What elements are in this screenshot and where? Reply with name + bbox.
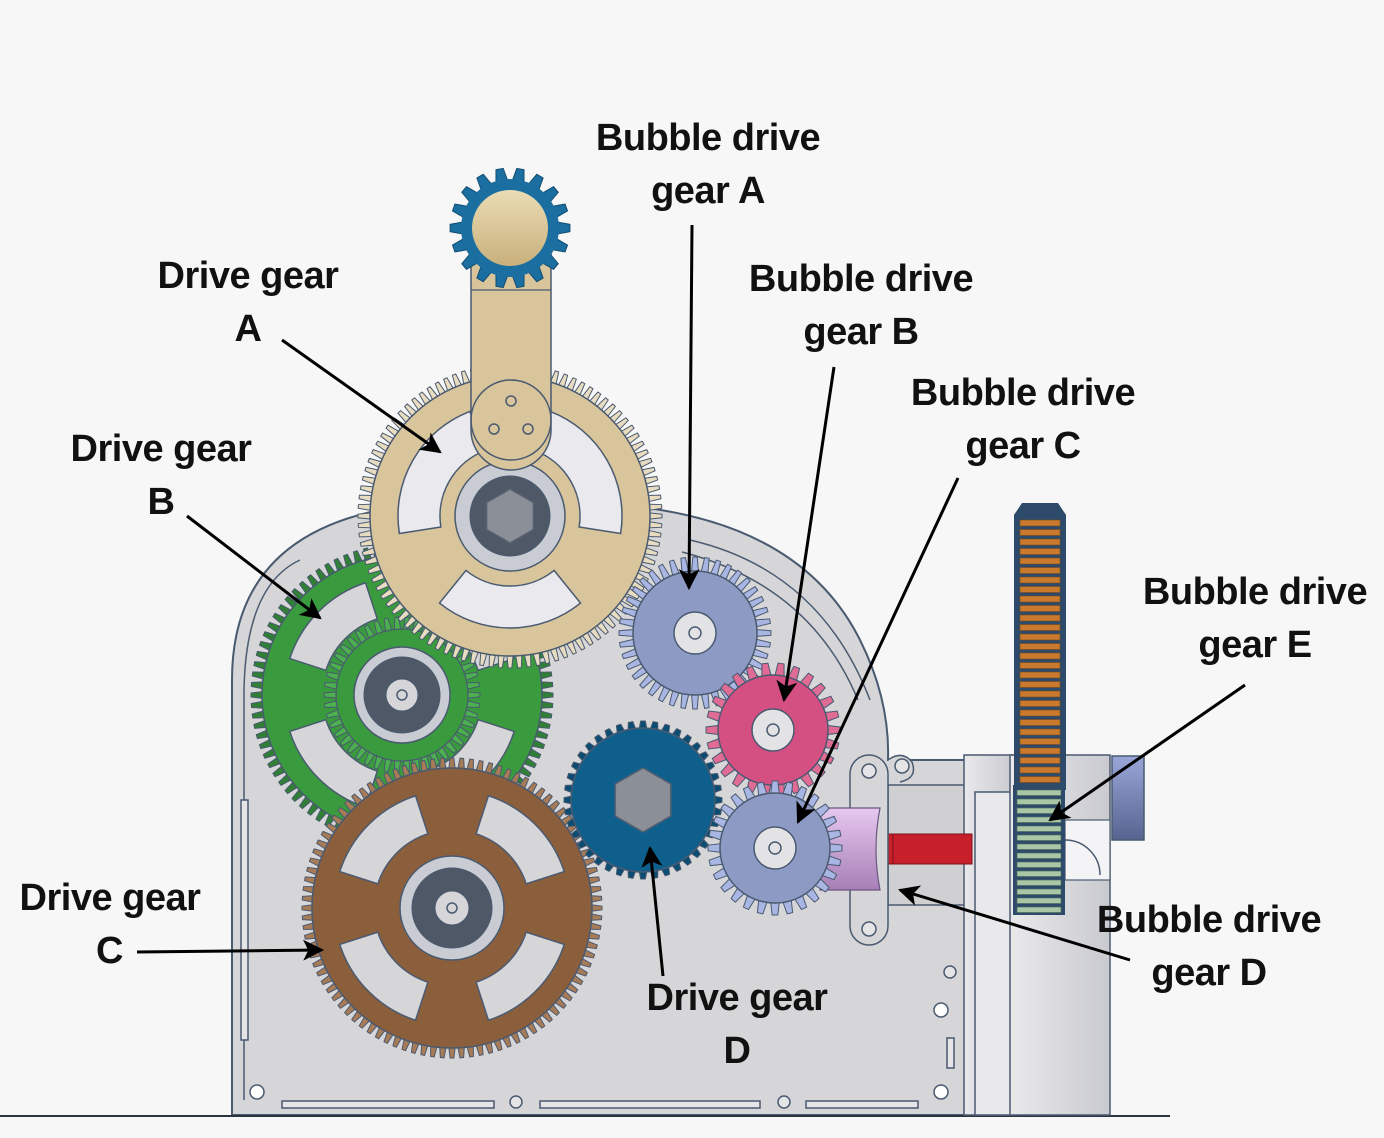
arrow-drive-gear-d [641, 845, 665, 977]
label-bubble-drive-gear-c: Bubble drive gear C [910, 372, 1136, 467]
arrow-drive-gear-c [136, 939, 325, 961]
label-bubble-drive-gear-d: Bubble drive gear D [1096, 899, 1322, 994]
arrow-bubble-drive-gear-b [776, 366, 836, 703]
screw-hole [943, 965, 957, 979]
screw-hole [509, 1095, 523, 1109]
bubble-drive-gear-a [618, 556, 772, 710]
label-bubble-drive-gear-a: Bubble drive gear A [595, 117, 821, 212]
bubble-drive-gear-d [819, 754, 973, 946]
label-bubble-drive-gear-e: Bubble drive gear E [1142, 571, 1368, 666]
drive-shaft [879, 833, 973, 865]
screw-hole [933, 1084, 949, 1100]
drive-gear-d [563, 720, 723, 880]
callout-arrows [136, 224, 1246, 977]
drive-gear-c [301, 757, 603, 1059]
label-drive-gear-a: Drive gear A [157, 255, 339, 350]
screw-hole [933, 1002, 949, 1018]
bearing-block [1111, 755, 1145, 841]
label-drive-gear-c: Drive gear C [19, 877, 201, 972]
screw-hole [777, 1095, 791, 1109]
arrow-bubble-drive-gear-c [796, 477, 960, 824]
crank-knob [472, 190, 548, 266]
arrow-drive-gear-a [281, 338, 442, 454]
bubble-drive-gear-b [705, 662, 841, 798]
label-drive-gear-b: Drive gear B [70, 428, 252, 523]
screw-hole [249, 1084, 265, 1100]
arrow-bubble-drive-gear-d [897, 885, 1131, 962]
arrow-bubble-drive-gear-a [678, 224, 700, 591]
crank-handle [449, 167, 571, 471]
arrow-bubble-drive-gear-e [1048, 683, 1246, 822]
label-bubble-drive-gear-b: Bubble drive gear B [748, 258, 974, 353]
drive-gear-b-pinion [323, 616, 481, 774]
label-drive-gear-d: Drive gear D [646, 977, 828, 1072]
arrow-drive-gear-b [186, 514, 322, 620]
rack-assembly [887, 503, 1145, 1116]
